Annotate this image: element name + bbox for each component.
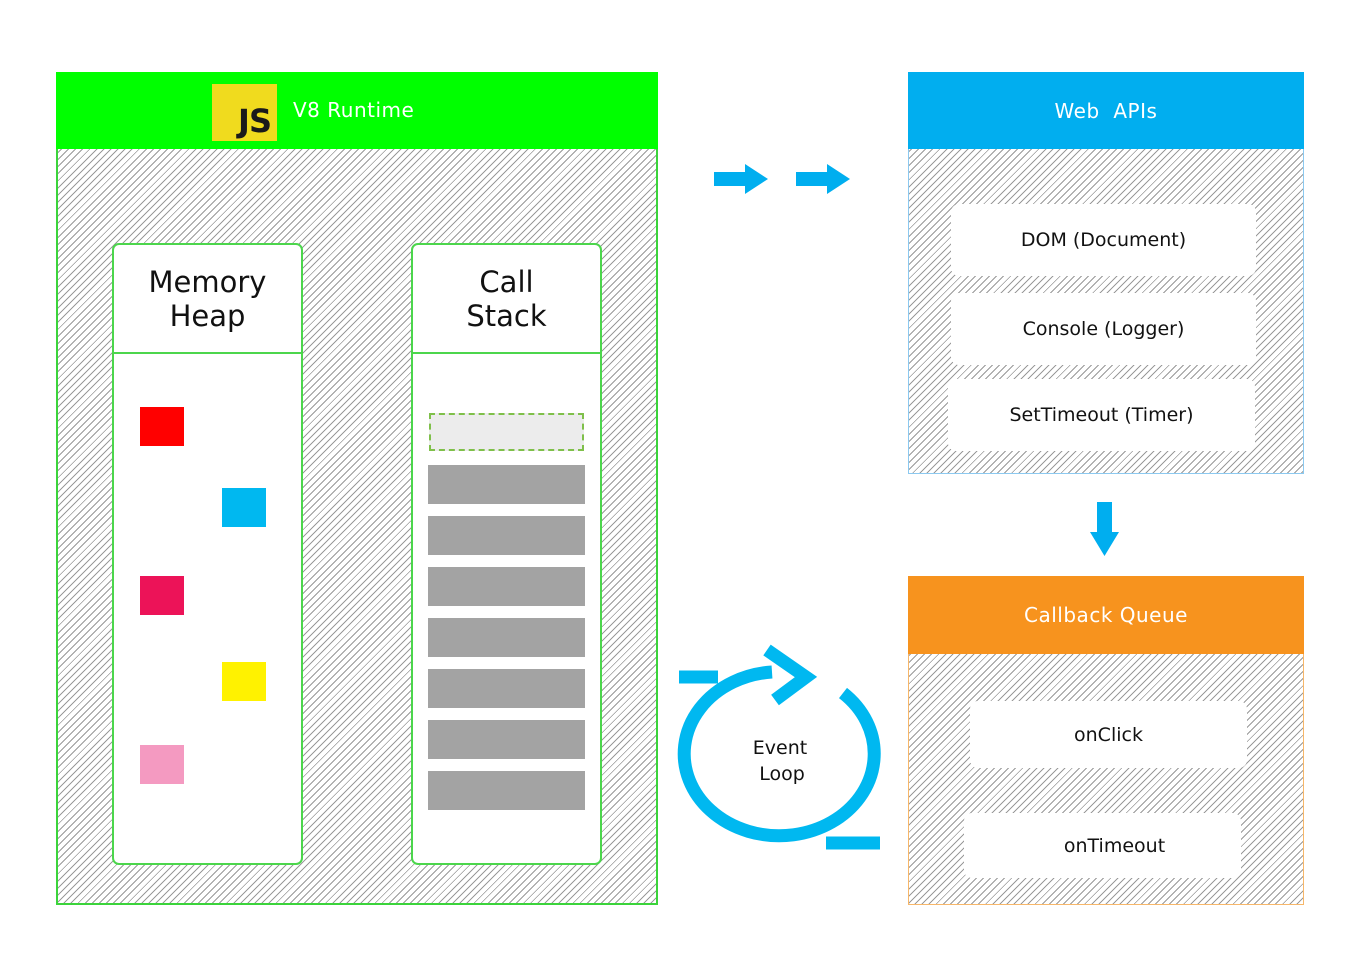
call-stack-title-line1: Call	[479, 264, 534, 299]
down-arrow-icon	[1090, 502, 1119, 556]
call-stack-frame	[428, 516, 585, 555]
memory-heap-title-line1: Memory	[148, 264, 267, 299]
call-stack-title-line2: Stack	[466, 298, 547, 333]
web-api-console-label: Console (Logger)	[1022, 318, 1185, 340]
event-loop-icon	[677, 644, 881, 850]
callback-onclick: onClick	[970, 701, 1247, 768]
right-arrow-icon	[714, 164, 768, 194]
memory-heap-title-line2: Heap	[169, 298, 246, 333]
heap-object-yellow	[222, 662, 266, 701]
heap-object-pink	[140, 745, 184, 784]
right-arrow-icon	[796, 164, 850, 194]
callback-ontimeout-label: onTimeout	[1063, 834, 1166, 857]
web-apis-header: Web APIs	[908, 72, 1304, 149]
callback-onclick-label: onClick	[1074, 723, 1143, 746]
web-api-dom: DOM (Document)	[951, 204, 1256, 276]
callback-ontimeout: onTimeout	[964, 813, 1241, 878]
call-stack-frame	[428, 618, 585, 657]
callback-queue-header: Callback Queue	[908, 576, 1304, 654]
web-apis-title: Web APIs	[1054, 98, 1158, 123]
v8-runtime-header	[56, 72, 658, 149]
heap-object-blue	[222, 488, 266, 527]
callback-queue-title: Callback Queue	[1024, 603, 1188, 627]
heap-object-crimson	[140, 576, 184, 615]
javascript-logo-text: JS	[238, 102, 272, 140]
web-api-settimeout-label: SetTimeout (Timer)	[1009, 404, 1194, 426]
event-loop-label-line1: Event	[752, 737, 808, 759]
call-stack-frame	[428, 771, 585, 810]
event-loop-label-line2: Loop	[759, 763, 805, 785]
call-stack-frame	[428, 720, 585, 759]
call-stack-frame	[428, 669, 585, 708]
web-api-console: Console (Logger)	[951, 293, 1256, 365]
web-api-settimeout: SetTimeout (Timer)	[948, 379, 1255, 451]
javascript-logo-icon: JS	[212, 84, 277, 141]
call-stack-frame	[428, 465, 585, 504]
heap-object-red	[140, 407, 184, 446]
v8-runtime-title: V8 Runtime	[293, 98, 415, 122]
call-stack-frame	[428, 567, 585, 606]
call-stack-empty-slot	[429, 413, 584, 451]
event-loop-label: Event Loop	[730, 735, 830, 787]
web-api-dom-label: DOM (Document)	[1020, 229, 1187, 251]
